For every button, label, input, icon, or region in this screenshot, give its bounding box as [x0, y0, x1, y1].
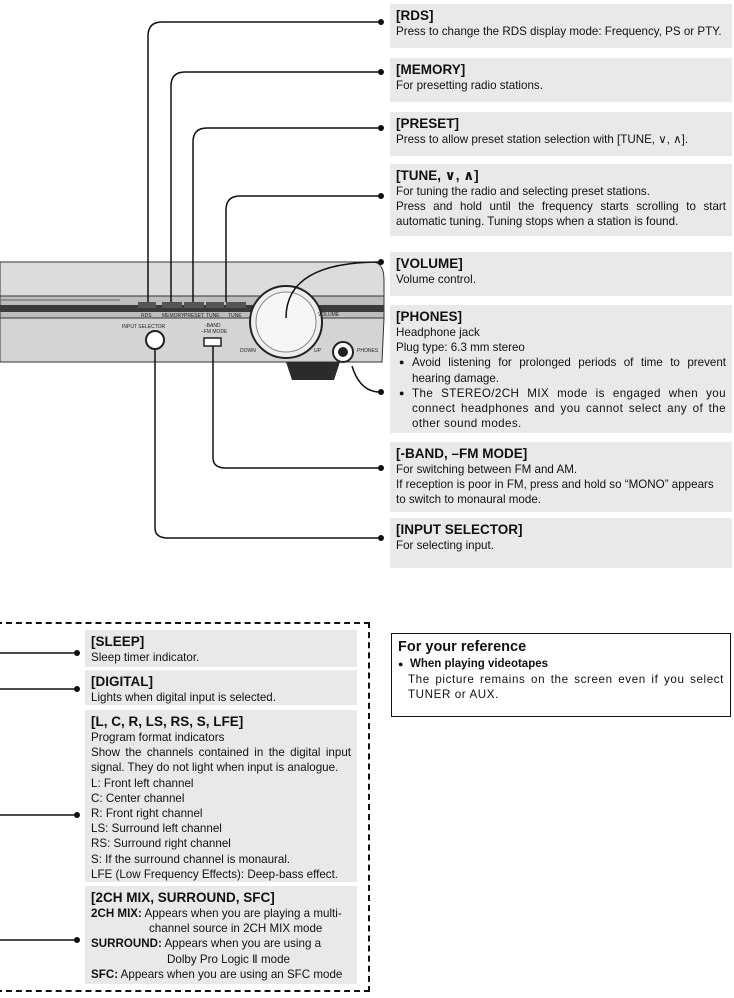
indicator-text: R: Front right channel [91, 807, 203, 821]
indicator-text: L: Front left channel [91, 776, 194, 790]
indicator-text: LS: Surround left channel [91, 822, 222, 836]
callout-text: Plug type: 6.3 mm stereo [396, 341, 525, 355]
indicator-text: RS: Surround right channel [91, 837, 231, 851]
indicator-panel-outline [0, 622, 370, 992]
callout-title: [PRESET] [396, 116, 460, 131]
mode-text: Appears when you are playing a multi- [144, 907, 342, 920]
callout-title: [RDS] [396, 8, 434, 23]
callout-text: Volume control. [396, 273, 476, 286]
label-preset: PRESET [184, 313, 204, 319]
reference-box: For your reference When playing videotap… [391, 633, 731, 717]
button-preset[interactable] [184, 302, 204, 308]
callout-volume: [VOLUME] Volume control. [390, 252, 732, 296]
callout-text: Press to change the RDS display mode: Fr… [396, 25, 722, 38]
label-fm-mode: –FM MODE [201, 329, 228, 335]
indicator-title: [2CH MIX, SURROUND, SFC] [91, 890, 275, 905]
callout-text: Headphone jack [396, 326, 480, 339]
leader-lines [0, 21, 381, 941]
mode-text: Appears when you are using an SFC mode [120, 967, 343, 981]
volume-knob[interactable] [249, 285, 323, 359]
callout-title: [TUNE, ∨, ∧] [396, 168, 479, 183]
indicator-text: LFE (Low Frequency Effects): Deep-bass e… [91, 867, 339, 881]
label-up: UP [314, 348, 322, 354]
label-rds: RDS [141, 313, 152, 319]
indicator-text: S: If the surround channel is monaural. [91, 852, 291, 866]
callout-text: For selecting input. [396, 539, 494, 552]
callout-text: Press to allow preset station selection … [396, 133, 689, 146]
indicator-text: Show the channels contained in the digit… [91, 746, 351, 775]
indicator-text: Lights when digital input is selected. [91, 691, 276, 704]
label-input-selector: INPUT SELECTOR [122, 324, 166, 330]
mode-text: Appears when you are using a [164, 937, 322, 951]
mode-text: Dolby Pro Logic Ⅱ mode [167, 952, 290, 966]
callout-text: Press and hold until the frequency start… [396, 200, 726, 229]
callout-phones: [PHONES] Headphone jack Plug type: 6.3 m… [390, 305, 732, 433]
button-memory[interactable] [162, 302, 182, 308]
label-phones: PHONES [357, 348, 379, 354]
callout-text: If reception is poor in FM, press and ho… [396, 478, 714, 507]
button-rds[interactable] [138, 302, 156, 308]
indicator-modes: [2CH MIX, SURROUND, SFC] 2CH MIX: Appear… [85, 886, 357, 984]
indicator-text: Program format indicators [91, 731, 225, 744]
indicator-title: [L, C, R, LS, RS, S, LFE] [91, 714, 244, 729]
indicator-title: [DIGITAL] [91, 674, 153, 689]
callout-tune: [TUNE, ∨, ∧] For tuning the radio and se… [390, 164, 732, 236]
callout-memory: [MEMORY] For presetting radio stations. [390, 58, 732, 102]
indicator-title: [SLEEP] [91, 634, 145, 649]
receiver-front-panel [0, 261, 385, 380]
indicator-sleep: [SLEEP] Sleep timer indicator. [85, 630, 357, 667]
callout-text: For presetting radio stations. [396, 79, 543, 92]
reference-title: For your reference [398, 639, 527, 655]
mode-label-2ch-mix: 2CH MIX: [91, 907, 142, 920]
bullet-item: The STEREO/2CH MIX mode is engaged when … [396, 386, 726, 432]
mode-text: channel source in 2CH MIX mode [149, 922, 323, 936]
indicator-text: Sleep timer indicator. [91, 651, 200, 664]
callout-title: [VOLUME] [396, 256, 463, 271]
button-tune-down[interactable] [206, 302, 224, 308]
leader-dots [74, 19, 384, 943]
reference-text: The picture remains on the screen even i… [408, 673, 724, 701]
label-down: DOWN [240, 348, 256, 354]
callout-text: For tuning the radio and selecting prese… [396, 185, 650, 198]
label-band: -BAND [205, 323, 221, 329]
label-volume: VOLUME [318, 312, 340, 318]
callout-title: [PHONES] [396, 309, 463, 324]
callout-preset: [PRESET] Press to allow preset station s… [390, 112, 732, 156]
indicator-text: C: Center channel [91, 791, 185, 805]
indicator-channels: [L, C, R, LS, RS, S, LFE] Program format… [85, 710, 357, 882]
phones-jack[interactable] [332, 341, 354, 363]
callout-text: For switching between FM and AM. [396, 463, 578, 476]
label-tune-1: TUNE [206, 313, 220, 319]
mode-label-surround: SURROUND: [91, 937, 162, 951]
bullet-item: Avoid listening for prolonged periods of… [396, 355, 726, 385]
callout-rds: [RDS] Press to change the RDS display mo… [390, 4, 732, 48]
callout-input-selector: [INPUT SELECTOR] For selecting input. [390, 518, 732, 568]
mode-label-sfc: SFC: [91, 967, 119, 981]
indicator-digital: [DIGITAL] Lights when digital input is s… [85, 670, 357, 705]
label-memory: MEMORY [162, 313, 185, 319]
callout-title: [-BAND, –FM MODE] [396, 446, 528, 461]
callout-title: [MEMORY] [396, 62, 466, 77]
callout-title: [INPUT SELECTOR] [396, 522, 523, 537]
reference-bullet: When playing videotapes [398, 657, 724, 672]
label-tune-2: TUNE [228, 313, 242, 319]
band-button[interactable] [203, 337, 222, 347]
callout-band: [-BAND, –FM MODE] For switching between … [390, 442, 732, 512]
button-tune-up[interactable] [226, 302, 246, 308]
input-selector-knob[interactable] [145, 330, 165, 350]
